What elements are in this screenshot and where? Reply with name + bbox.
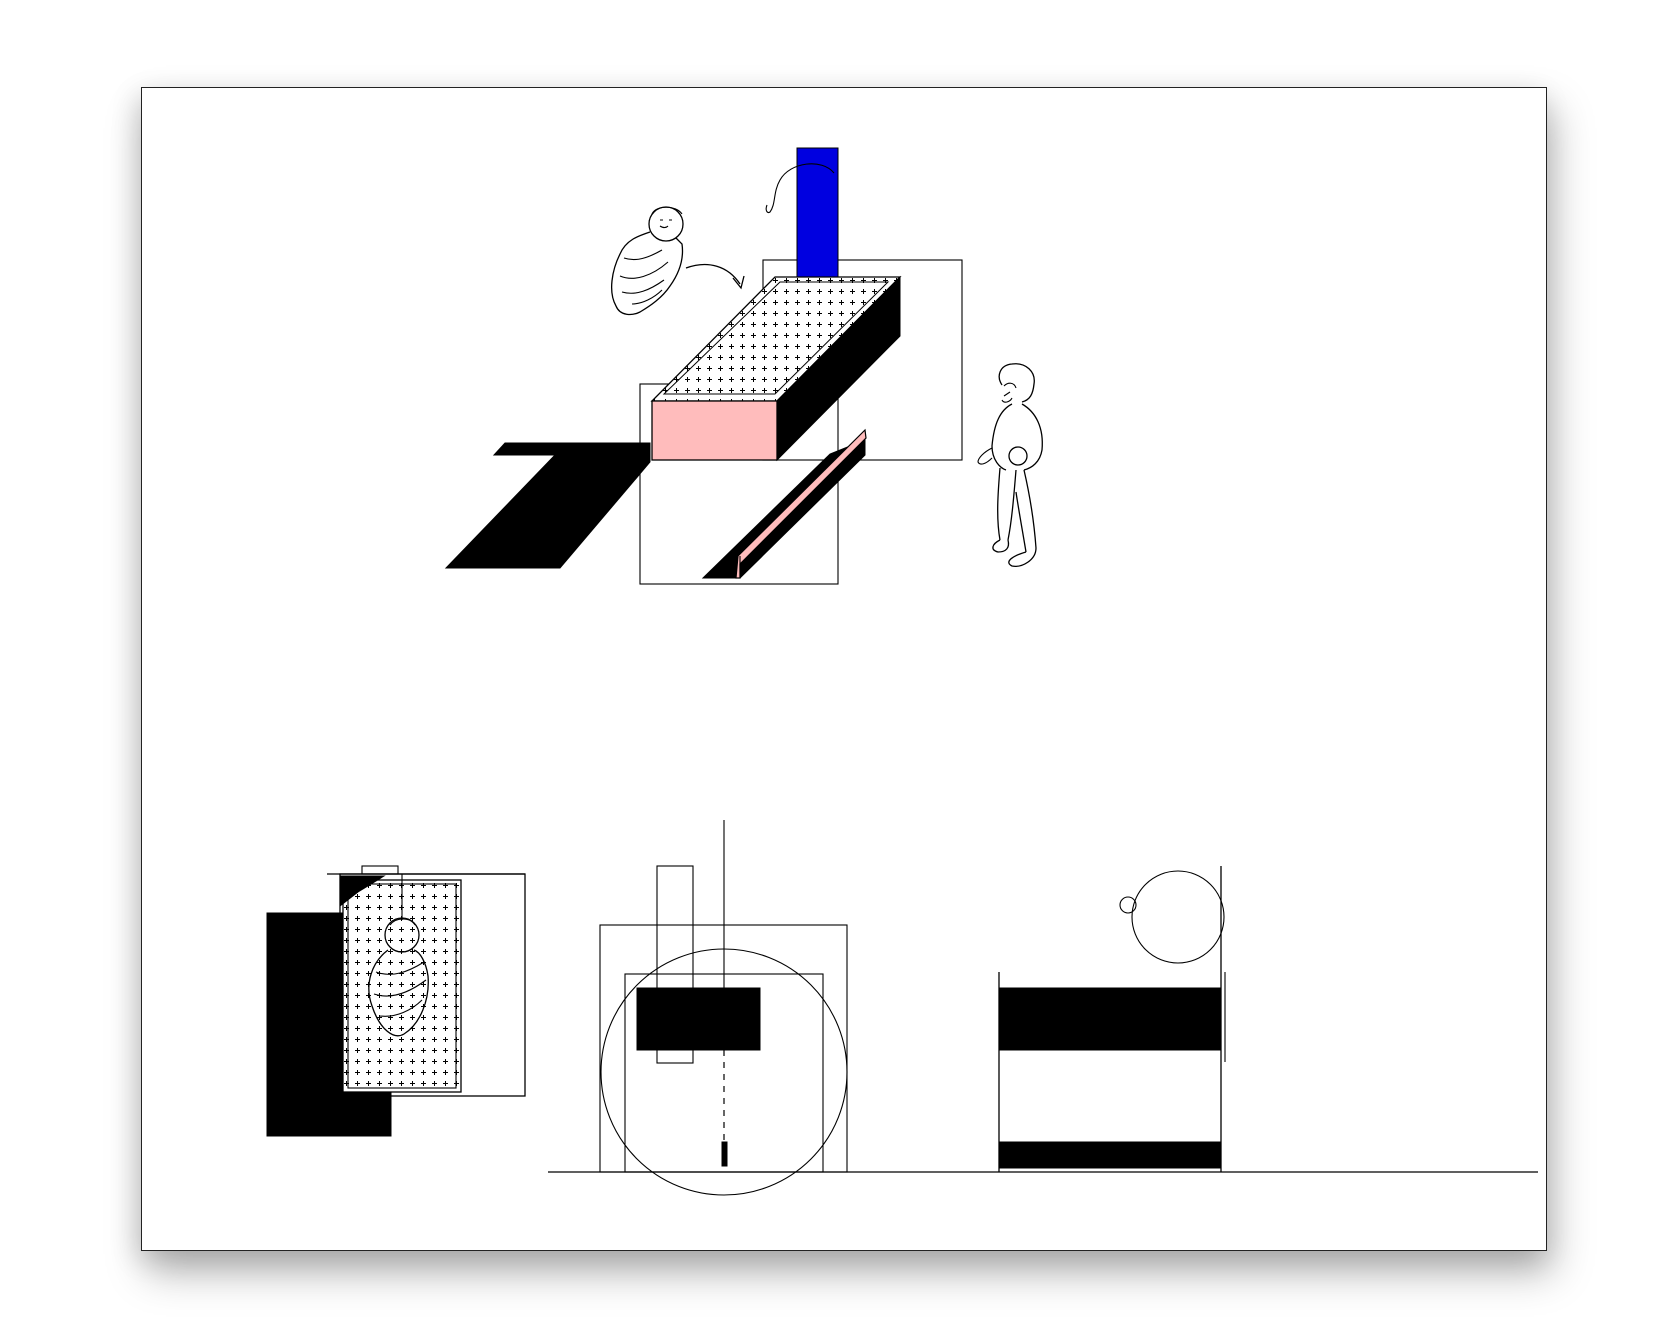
front-crib-block	[636, 987, 761, 1051]
floor-shadow-block	[444, 442, 651, 569]
side-small-circle	[1119, 896, 1137, 914]
crib-front-panel	[651, 400, 778, 461]
front-pivot-marker	[721, 1141, 728, 1167]
side-elevation	[998, 866, 1226, 1172]
plan-view	[266, 865, 526, 1137]
blue-column	[796, 147, 839, 279]
side-hanging-circle	[1131, 870, 1225, 964]
axonometric-view	[444, 147, 1043, 585]
side-lower-block	[998, 1141, 1222, 1169]
front-elevation	[548, 820, 1538, 1196]
hanging-cord	[765, 163, 835, 214]
front-swing-circle	[600, 948, 848, 1196]
plan-column-stub	[361, 865, 399, 875]
crib-inner-rim	[662, 281, 890, 395]
plan-corner-block	[339, 875, 386, 908]
swaddled-baby-figure	[610, 206, 745, 316]
side-upper-block	[998, 987, 1222, 1051]
standing-child-figure	[977, 363, 1043, 567]
plan-baby-figure	[368, 917, 429, 1037]
front-column-outline	[656, 865, 694, 1064]
